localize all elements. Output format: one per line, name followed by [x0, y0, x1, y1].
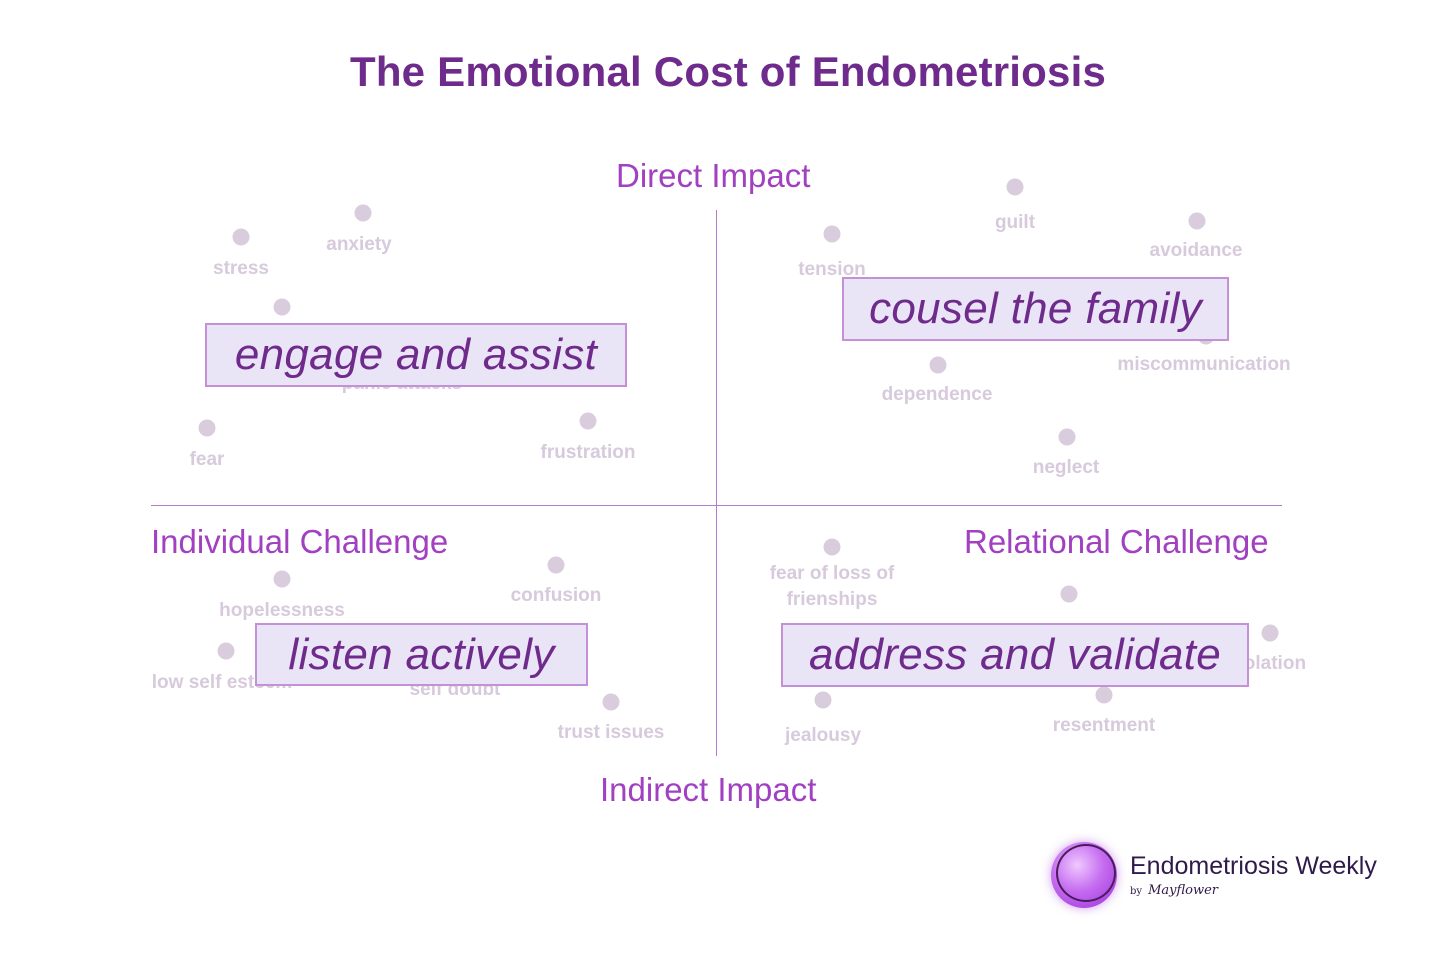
term-dot-avoidance [1188, 212, 1206, 230]
vertical-axis-line [716, 210, 717, 756]
term-fear-of-loss-of-friendships: fear of loss of frienships [770, 561, 895, 613]
term-resentment: resentment [1052, 715, 1156, 736]
brand-by: by [1130, 886, 1143, 897]
term-dot-panic-attacks [273, 298, 291, 316]
term-dot-anxiety [354, 204, 372, 222]
action-address-and-validate: address and validate [808, 630, 1222, 679]
term-dot-neglect [1058, 428, 1076, 446]
term-stress: stress [213, 258, 269, 279]
term-dot-hopelessness [273, 570, 291, 588]
term-dot-guilt [1006, 178, 1024, 196]
term-hopelessness: hopelessness [219, 600, 345, 621]
action-engage-and-assist: engage and assist [234, 330, 598, 379]
term-dot-low-self-esteem [217, 642, 235, 660]
term-dot-unlabeled [1060, 585, 1078, 603]
axis-label-relational-challenge: Relational Challenge [964, 523, 1269, 560]
term-fear-of-loss-line-2: frienships [786, 589, 878, 610]
brand-byline: by Mayflower [1130, 883, 1218, 898]
action-box-listen-actively: listen actively [255, 623, 588, 686]
term-dot-fear-of-loss-of-friendships [823, 538, 841, 556]
term-avoidance: avoidance [1149, 240, 1243, 261]
brand-name: Endometriosis Weekly [1130, 852, 1377, 880]
action-cousel-the-family: cousel the family [869, 284, 1202, 333]
term-jealousy: jealousy [784, 725, 862, 746]
term-dot-isolation [1261, 624, 1279, 642]
term-trust-issues: trust issues [557, 722, 665, 743]
axis-label-indirect-impact: Indirect Impact [600, 771, 817, 808]
page-title: The Emotional Cost of Endometriosis [349, 48, 1107, 95]
term-dot-trust-issues [602, 693, 620, 711]
term-dot-dependence [929, 356, 947, 374]
term-dot-stress [232, 228, 250, 246]
term-neglect: neglect [1032, 457, 1100, 478]
term-miscommunication: miscommunication [1117, 354, 1291, 375]
action-box-engage-and-assist: engage and assist [205, 323, 627, 387]
term-anxiety: anxiety [326, 234, 392, 255]
action-box-cousel-the-family: cousel the family [842, 277, 1229, 341]
term-dot-jealousy [814, 691, 832, 709]
term-dot-frustration [579, 412, 597, 430]
term-dot-fear [198, 419, 216, 437]
term-tension: tension [798, 259, 866, 280]
term-confusion: confusion [510, 585, 602, 606]
brand-logo-ring [1056, 844, 1116, 902]
horizontal-axis-line [151, 505, 1282, 506]
term-fear-of-loss-line-1: fear of loss of [769, 563, 895, 584]
term-fear: fear [189, 449, 225, 470]
term-dot-tension [823, 225, 841, 243]
axis-label-individual-challenge: Individual Challenge [151, 523, 449, 560]
term-dot-confusion [547, 556, 565, 574]
brand-mayflower: Mayflower [1148, 883, 1219, 898]
term-guilt: guilt [994, 212, 1036, 233]
axis-label-direct-impact: Direct Impact [616, 157, 811, 194]
term-dependence: dependence [881, 384, 993, 405]
term-dot-resentment [1095, 686, 1113, 704]
action-box-address-and-validate: address and validate [781, 623, 1249, 687]
action-listen-actively: listen actively [288, 629, 555, 679]
term-frustration: frustration [540, 442, 636, 463]
